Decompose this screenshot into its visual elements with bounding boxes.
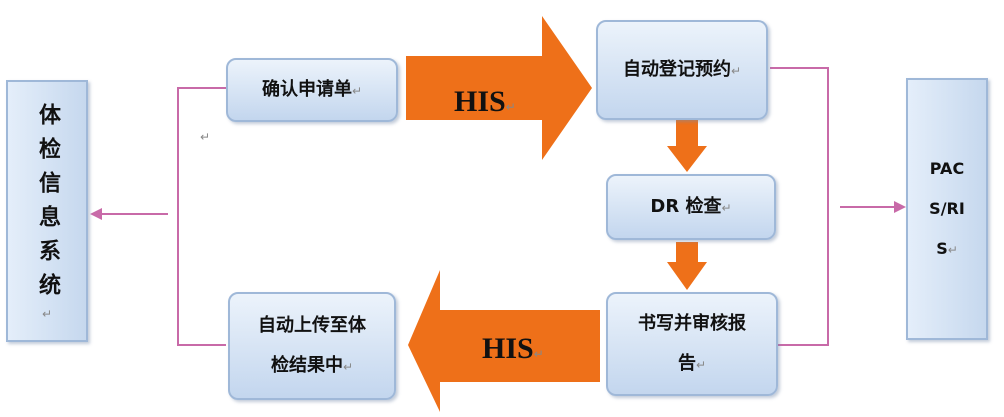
connector-left-bracket [177,87,226,346]
down-arrow-2 [667,242,707,290]
arrowhead-to-exam-system [90,208,102,220]
his-arrow-right [406,16,592,160]
node-confirm-application: 确认申请单↵ [226,58,398,122]
connector-right-bracket [770,67,829,346]
his-label-top: HIS↵ [454,85,516,118]
node-auto-register: 自动登记预约↵ [596,20,768,120]
his-arrow-left [408,270,600,412]
his-label-bottom: HIS↵ [482,332,544,365]
arrowhead-to-pacs [894,201,906,213]
node-exam-info-system: 体检信息系统↵ [6,80,88,342]
node-dr-check: DR 检查↵ [606,174,776,240]
node-auto-upload: 自动上传至体检结果中↵ [228,292,396,400]
down-arrow-1 [667,120,707,172]
stray-return-mark: ↵ [200,130,211,144]
node-write-review-report: 书写并审核报告↵ [606,292,778,396]
node-pacs-ris: PACS/RIS↵ [906,78,988,340]
